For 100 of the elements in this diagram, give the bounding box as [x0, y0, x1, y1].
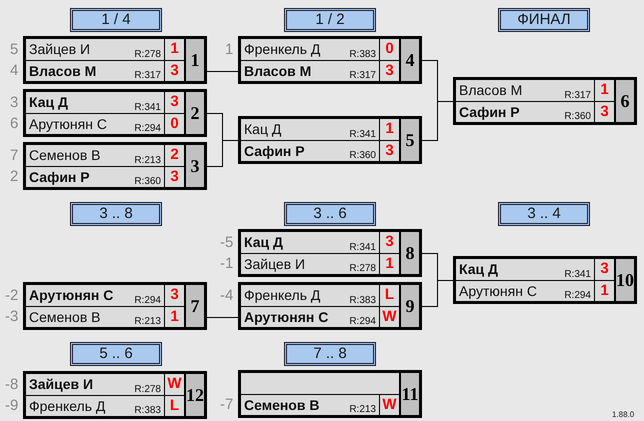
- round-title: 5 .. 6: [70, 342, 162, 366]
- player-name: Сафин Р: [244, 142, 305, 160]
- rating: R:317: [564, 90, 591, 101]
- match-number: 11: [399, 373, 419, 415]
- player-row: [241, 253, 399, 274]
- player-row: [26, 374, 184, 395]
- score: 3: [379, 61, 399, 81]
- player-row: [456, 101, 614, 122]
- player-row: [26, 145, 184, 166]
- player-row: [26, 113, 184, 134]
- player-name: Семенов В: [29, 146, 100, 164]
- player-name: Семенов В: [29, 308, 100, 326]
- rating: R:213: [349, 404, 376, 415]
- score: L: [164, 396, 184, 416]
- round-title: 7 .. 8: [284, 342, 376, 366]
- rating: R:383: [134, 405, 161, 416]
- match-number: 12: [184, 374, 204, 416]
- score: W: [379, 395, 399, 415]
- rating: R:294: [349, 316, 376, 327]
- player-name: Семенов В: [244, 396, 320, 414]
- score: 3: [164, 61, 184, 81]
- score: 1: [379, 254, 399, 274]
- player-row: [241, 39, 399, 60]
- rating: R:278: [134, 384, 161, 395]
- player-row: [456, 80, 614, 101]
- player-name: Кац Д: [244, 120, 282, 138]
- player-name: Сафин Р: [459, 103, 520, 121]
- round-title: 3 .. 4: [498, 202, 590, 226]
- rating: R:317: [134, 70, 161, 81]
- player-name: Зайцев И: [29, 375, 94, 393]
- player-name: Френкель Д: [244, 40, 320, 58]
- seed-number: 6: [10, 114, 18, 132]
- player-row: [26, 306, 184, 327]
- player-row: [241, 60, 399, 81]
- player-name: Сафин Р: [29, 168, 90, 186]
- seed-number: -4: [220, 286, 234, 304]
- rating: R:278: [134, 49, 161, 60]
- seed-number: -5: [220, 234, 234, 252]
- seed-number: 1: [225, 40, 234, 58]
- match-box: [453, 256, 637, 304]
- player-name: Кац Д: [244, 233, 283, 251]
- seed-number: -1: [220, 254, 234, 272]
- rating: R:360: [134, 176, 161, 187]
- match-box: [238, 229, 422, 277]
- score: 3: [379, 141, 399, 161]
- player-name: Власов М: [459, 81, 522, 99]
- rating: R:317: [349, 70, 376, 81]
- player-name: Френкель Д: [244, 286, 320, 304]
- seed-number: 3: [10, 94, 18, 112]
- player-name: Кац Д: [29, 93, 68, 111]
- round-title: ФИНАЛ: [498, 8, 590, 32]
- player-name: Арутюнян С: [29, 286, 114, 304]
- player-row: [26, 60, 184, 81]
- rating: R:341: [564, 269, 591, 280]
- rating: R:278: [349, 263, 376, 274]
- rating: R:360: [564, 111, 591, 122]
- score: 3: [594, 102, 614, 122]
- rating: R:294: [564, 290, 591, 301]
- rating: R:294: [134, 123, 161, 134]
- player-name: Арутюнян С: [244, 308, 328, 326]
- seed-number: -8: [5, 376, 18, 394]
- player-row: [241, 285, 399, 306]
- match-box: [453, 77, 637, 125]
- seed-number: -3: [5, 308, 18, 326]
- match-box: [238, 116, 422, 164]
- rating: R:213: [134, 155, 161, 166]
- round-title: 3 .. 8: [70, 202, 162, 226]
- seed-number: 2: [10, 168, 18, 186]
- rating: R:213: [134, 316, 161, 327]
- empty-row: [241, 373, 399, 394]
- match-box: [23, 89, 207, 137]
- player-row: [456, 280, 614, 301]
- match-box: [23, 36, 207, 84]
- seed-number: -7: [220, 396, 234, 414]
- match-box: [238, 282, 422, 330]
- player-name: Власов М: [29, 62, 96, 80]
- seed-number: -9: [5, 396, 18, 414]
- match-box: [23, 371, 207, 419]
- bracket-line: [422, 280, 454, 307]
- seed-number: 5: [10, 40, 18, 58]
- player-row: [26, 166, 184, 187]
- player-name: Власов М: [244, 62, 312, 80]
- player-row: [456, 259, 614, 280]
- match-box: [23, 282, 207, 330]
- player-name: Кац Д: [459, 260, 498, 278]
- player-row: [241, 140, 399, 161]
- player-row: [241, 306, 399, 327]
- score: 3: [164, 167, 184, 187]
- player-name: Зайцев И: [244, 255, 306, 273]
- rating: R:383: [349, 49, 376, 60]
- rating: R:341: [349, 242, 376, 253]
- rating: R:341: [349, 129, 376, 140]
- rating: R:341: [134, 102, 161, 113]
- bracket-line: [206, 140, 238, 167]
- rating: R:383: [349, 295, 376, 306]
- player-name: Арутюнян С: [29, 115, 107, 133]
- player-row: [26, 39, 184, 60]
- score: W: [379, 307, 399, 327]
- score: 1: [164, 307, 184, 327]
- player-name: Арутюнян С: [459, 282, 537, 300]
